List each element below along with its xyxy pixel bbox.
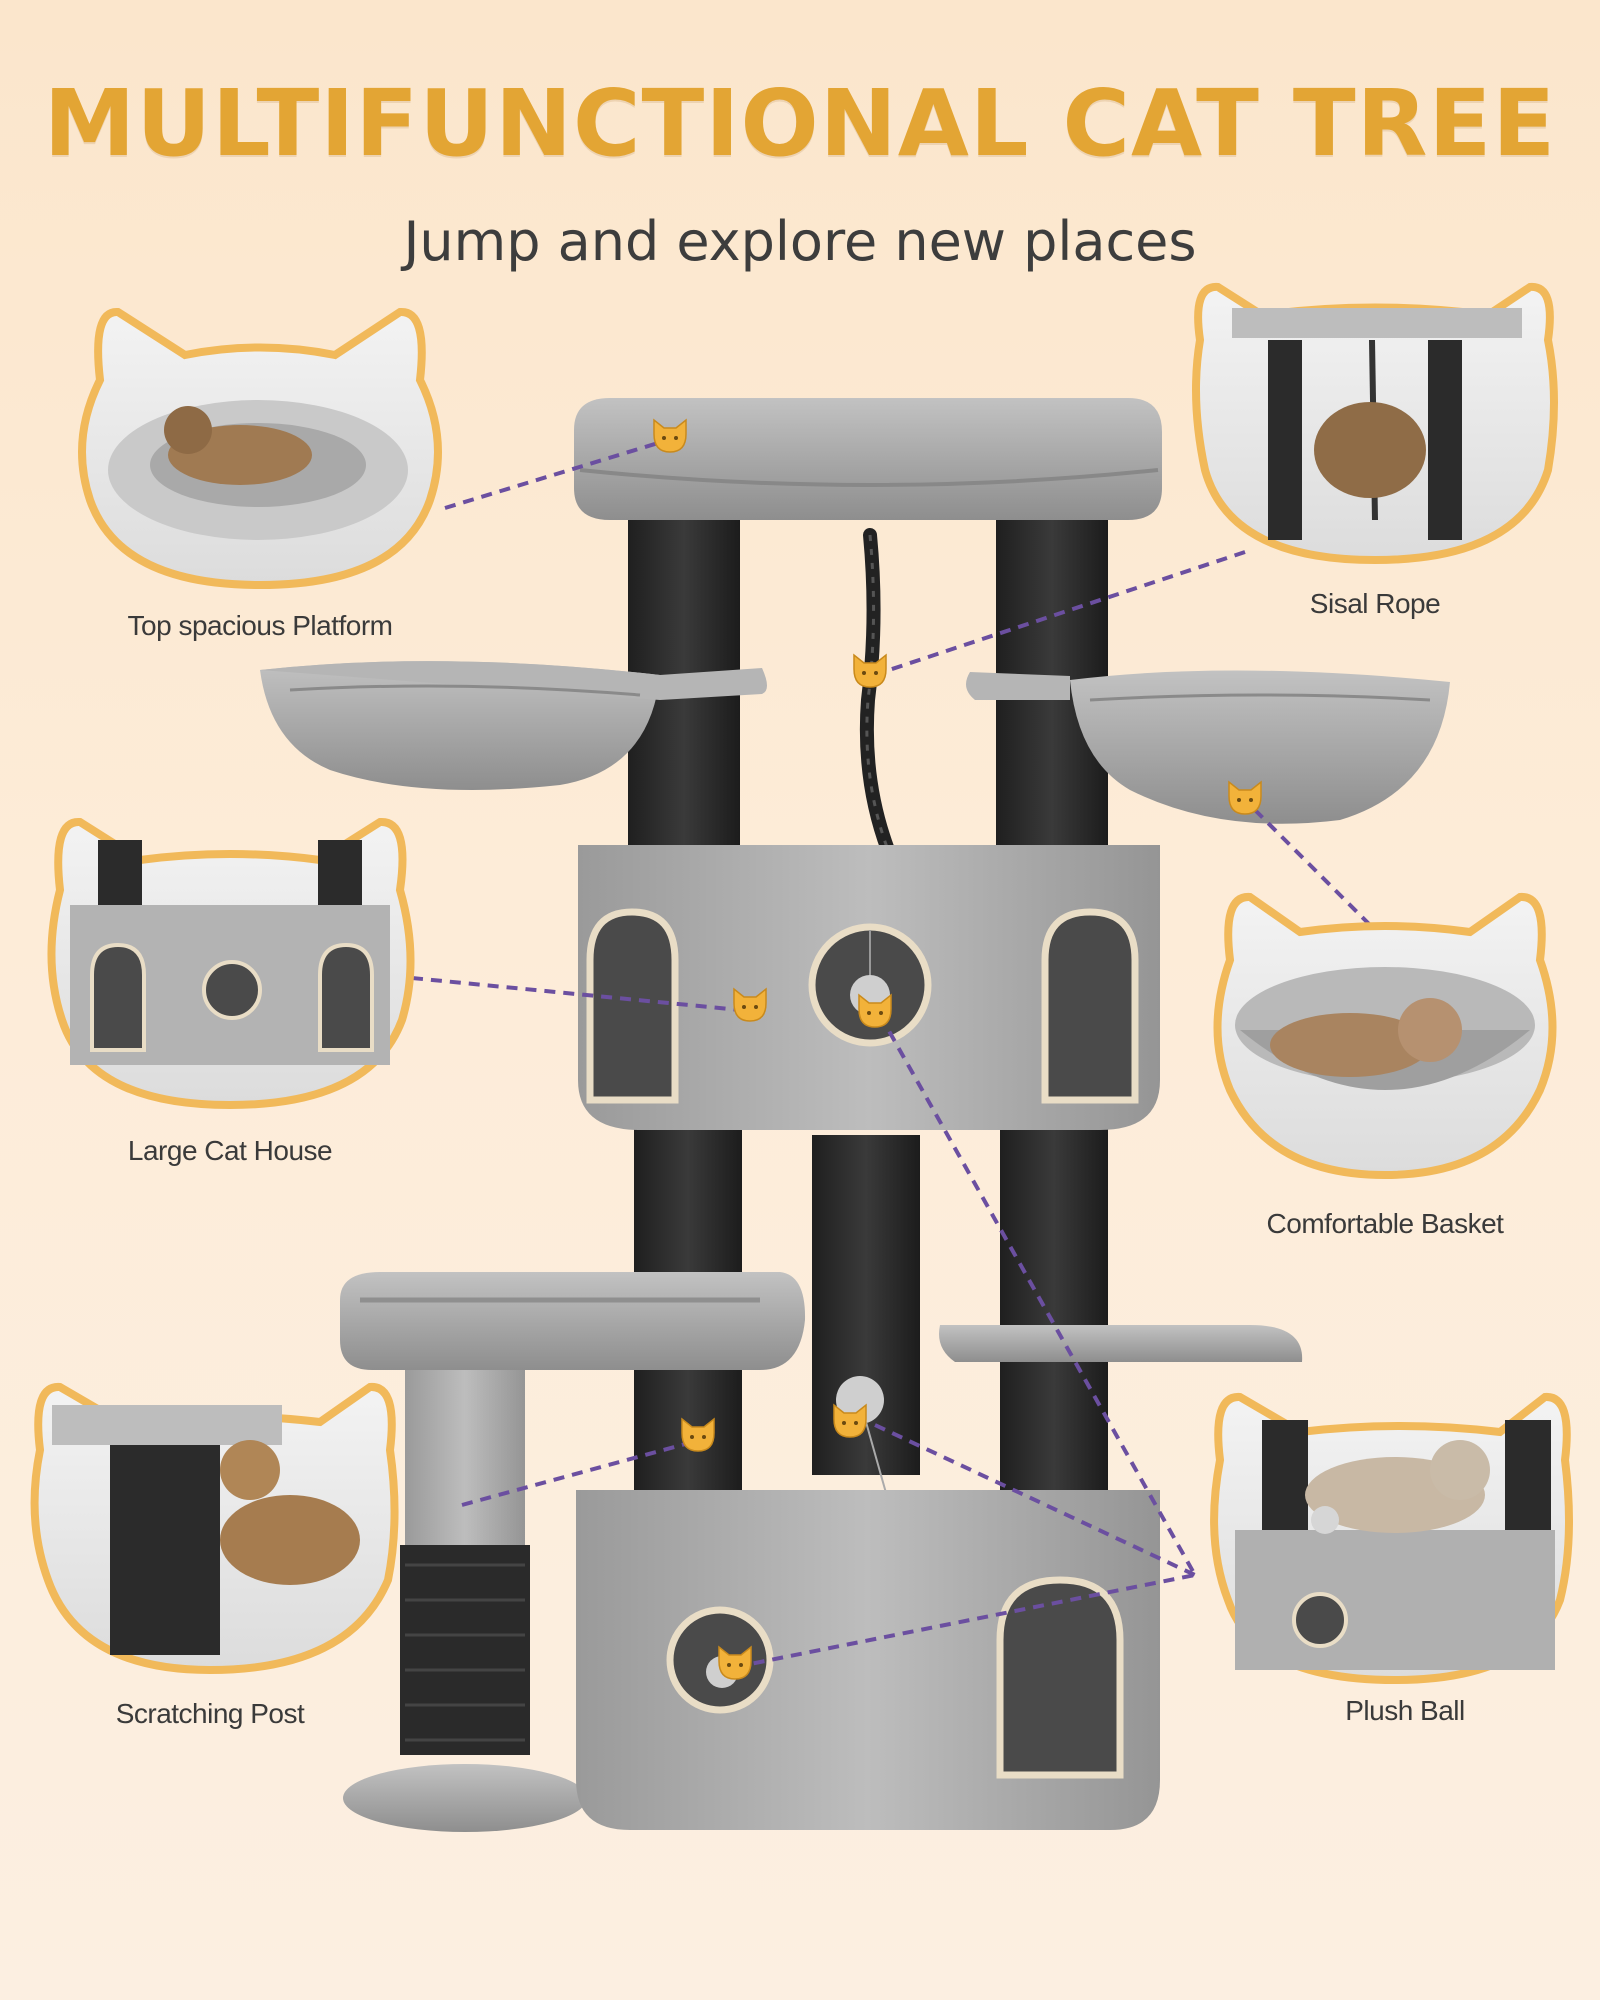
- connector-basket: [1243, 798, 1372, 927]
- cat-plush-ball-photo-icon: [1311, 1506, 1339, 1534]
- cat-basket-photo-icon: [1270, 1013, 1430, 1077]
- left-basket: [260, 661, 767, 790]
- page-subtitle: Jump and explore new places: [403, 210, 1197, 273]
- house-left-doorway: [586, 908, 679, 1104]
- feature-frame-cat-house: [47, 818, 415, 1110]
- scratching-post-base: [343, 1764, 587, 1832]
- connector-cat-house: [411, 976, 741, 1012]
- scratching-post-upper: [405, 1370, 525, 1545]
- center-plush-ball: [836, 1376, 884, 1424]
- caption-sisal-rope: Sisal Rope: [1309, 588, 1441, 619]
- caption-cat-house: Large Cat House: [127, 1135, 333, 1166]
- caption-top-platform: Top spacious Platform: [127, 610, 393, 641]
- right-basket: [966, 670, 1450, 824]
- connector-plush-ball-2: [874, 1423, 1196, 1577]
- cat-rope-photo-icon: [1314, 402, 1426, 498]
- connector-scratching-post: [461, 1438, 701, 1507]
- feature-frame-plush-ball: [1210, 1393, 1573, 1685]
- connector-top-platform: [444, 438, 669, 510]
- house-right-doorway: [1041, 908, 1139, 1104]
- connector-plush-ball-3: [734, 1573, 1196, 1669]
- cat-scratching-photo-icon: [220, 1495, 360, 1585]
- feature-frame-scratching-post: [30, 1383, 399, 1675]
- caption-basket: Comfortable Basket: [1266, 1208, 1504, 1239]
- connector-lines: [411, 438, 1372, 1669]
- caption-scratching-post: Scratching Post: [115, 1698, 305, 1729]
- right-step-platform: [939, 1325, 1303, 1362]
- feature-frame-top-platform: [78, 308, 442, 590]
- scratching-post-sisal: [400, 1545, 530, 1755]
- caption-plush-ball: Plush Ball: [1345, 1695, 1465, 1726]
- page-title: MULTIFUNCTIONAL CAT TREE: [43, 70, 1557, 177]
- top-platform: [574, 398, 1162, 520]
- connector-sisal-rope: [879, 550, 1246, 675]
- lower-left-bed: [340, 1272, 806, 1370]
- feature-frame-sisal-rope: [1192, 283, 1558, 565]
- large-cat-house: [578, 845, 1160, 1130]
- connector-plush-ball-1: [878, 1014, 1197, 1576]
- lower-right-post: [1000, 1120, 1108, 1500]
- base-condo: [576, 1490, 1160, 1830]
- cat-house-photo-icon: [202, 960, 262, 1020]
- feature-frame-basket: [1213, 893, 1557, 1180]
